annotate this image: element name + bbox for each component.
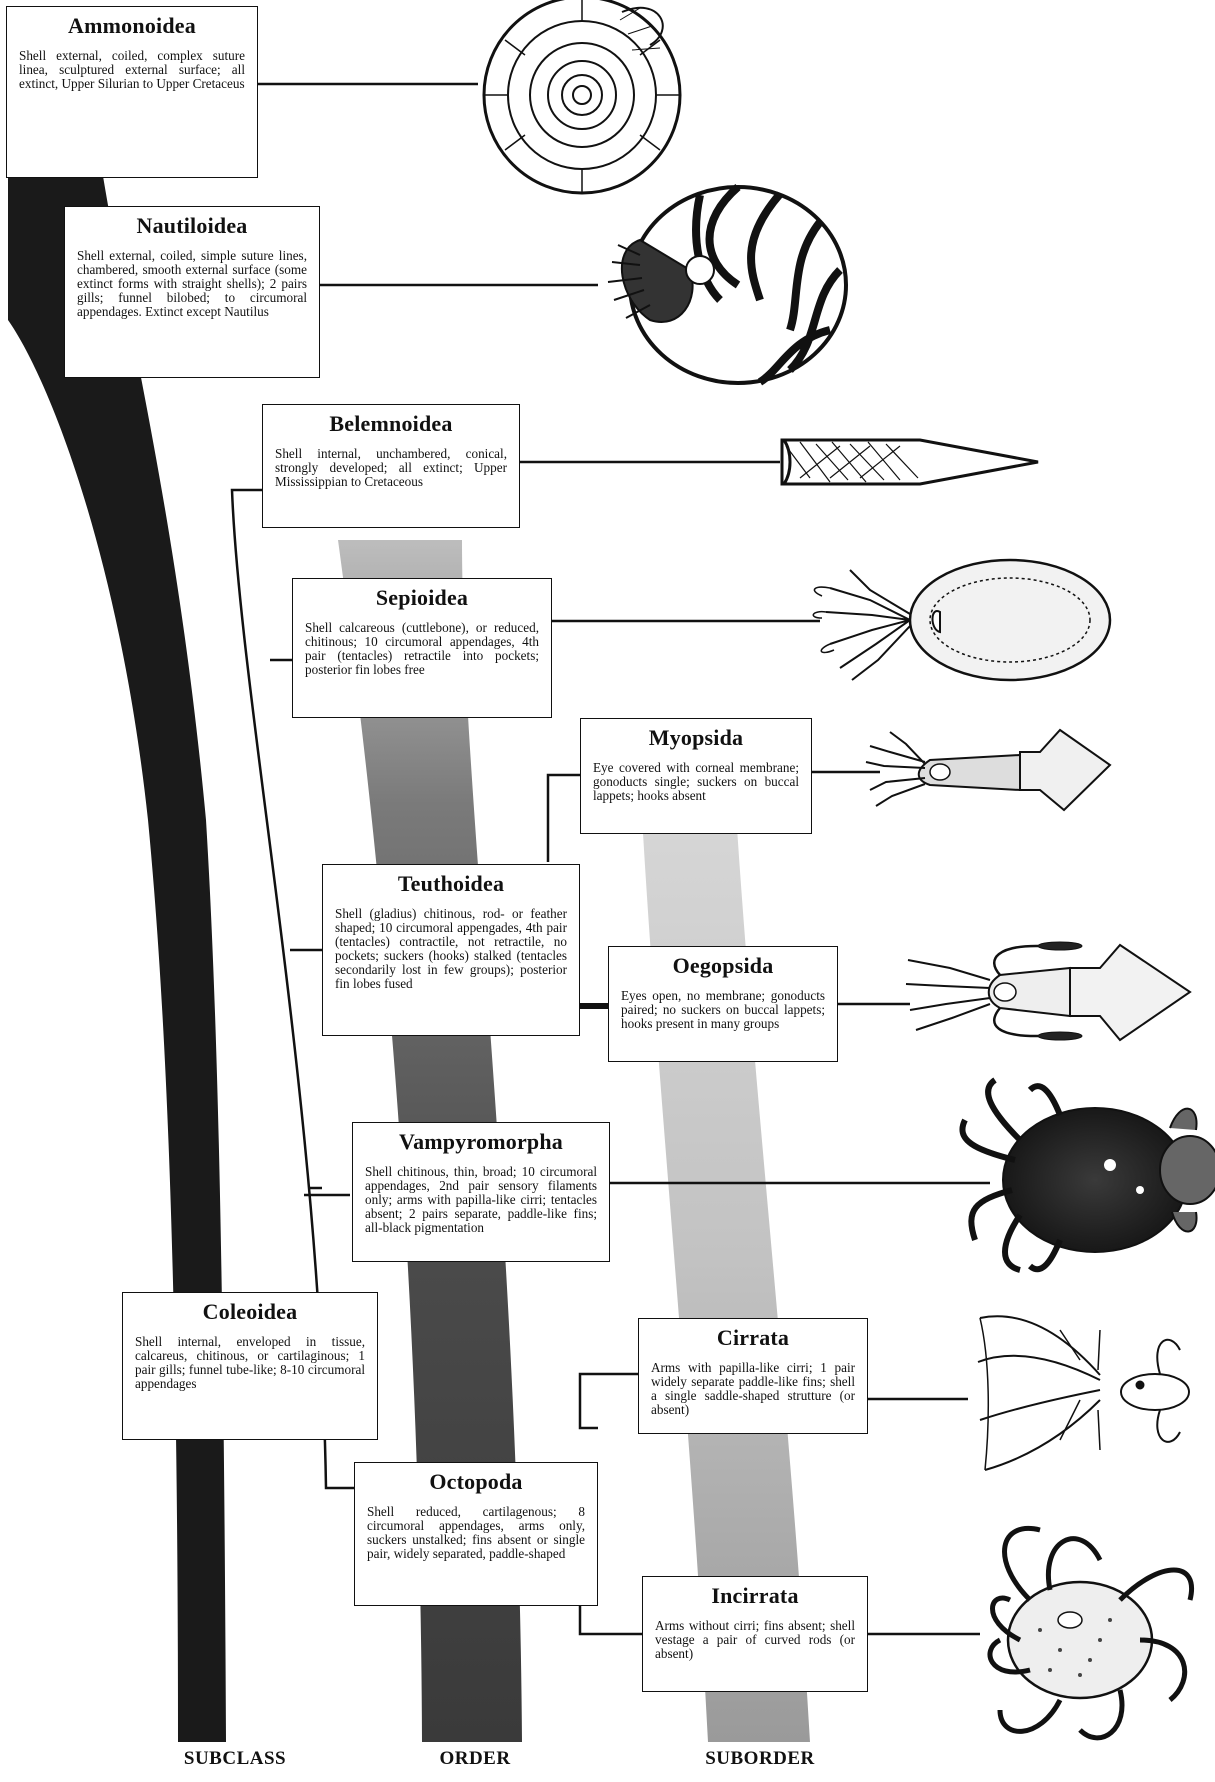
taxon-box-myopsida: Myopsida Eye covered with corneal membra… [580, 718, 812, 834]
taxon-description: Shell (gladius) chitinous, rod- or feath… [335, 907, 567, 991]
taxon-name: Ammonoidea [19, 13, 245, 39]
taxon-description: Shell reduced, cartilagenous; 8 circumor… [367, 1505, 585, 1561]
taxon-box-incirrata: Incirrata Arms without cirri; fins absen… [642, 1576, 868, 1692]
taxon-name: Incirrata [655, 1583, 855, 1609]
vampire-squid-illustration [962, 1080, 1215, 1270]
cuttlefish-illustration [813, 560, 1110, 680]
taxon-box-coleoidea: Coleoidea Shell internal, enveloped in t… [122, 1292, 378, 1440]
taxon-name: Vampyromorpha [365, 1129, 597, 1155]
belemnite-illustration [782, 440, 1038, 484]
taxon-box-oegopsida: Oegopsida Eyes open, no membrane; gonodu… [608, 946, 838, 1062]
taxon-description: Arms with papilla-like cirri; 1 pair wid… [651, 1361, 855, 1417]
subclass-band [8, 170, 226, 1742]
taxon-name: Cirrata [651, 1325, 855, 1351]
taxon-box-vampyromorpha: Vampyromorpha Shell chitinous, thin, bro… [352, 1122, 610, 1262]
ammonite-illustration [484, 0, 680, 193]
taxon-description: Arms without cirri; fins absent; shell v… [655, 1619, 855, 1661]
taxon-description: Eyes open, no membrane; gonoducts paired… [621, 989, 825, 1031]
nautilus-illustration [608, 187, 846, 383]
column-label-subclass: SUBCLASS [160, 1748, 310, 1770]
column-label-order: ORDER [410, 1748, 540, 1770]
column-label-suborder: SUBORDER [680, 1748, 840, 1770]
taxon-box-ammonoidea: Ammonoidea Shell external, coiled, compl… [6, 6, 258, 178]
taxon-description: Shell internal, enveloped in tissue, cal… [135, 1335, 365, 1391]
cirrate-octopus-illustration [978, 1316, 1189, 1470]
taxon-description: Eye covered with corneal membrane; gonod… [593, 761, 799, 803]
taxon-box-teuthoidea: Teuthoidea Shell (gladius) chitinous, ro… [322, 864, 580, 1036]
taxon-description: Shell external, coiled, complex suture l… [19, 49, 245, 91]
oegopsid-squid-illustration [906, 942, 1190, 1040]
taxon-description: Shell internal, unchambered, conical, st… [275, 447, 507, 489]
taxon-name: Nautiloidea [77, 213, 307, 239]
taxon-name: Coleoidea [135, 1299, 365, 1325]
taxon-description: Shell external, coiled, simple suture li… [77, 249, 307, 319]
taxon-name: Myopsida [593, 725, 799, 751]
myopsid-squid-illustration [866, 730, 1110, 810]
incirrate-octopus-illustration [990, 1528, 1192, 1737]
taxon-name: Oegopsida [621, 953, 825, 979]
taxon-box-sepioidea: Sepioidea Shell calcareous (cuttlebone),… [292, 578, 552, 718]
taxon-box-nautiloidea: Nautiloidea Shell external, coiled, simp… [64, 206, 320, 378]
taxon-box-belemnoidea: Belemnoidea Shell internal, unchambered,… [262, 404, 520, 528]
taxon-description: Shell calcareous (cuttlebone), or reduce… [305, 621, 539, 677]
taxon-name: Belemnoidea [275, 411, 507, 437]
taxon-description: Shell chitinous, thin, broad; 10 circumo… [365, 1165, 597, 1235]
taxon-box-octopoda: Octopoda Shell reduced, cartilagenous; 8… [354, 1462, 598, 1606]
taxon-name: Octopoda [367, 1469, 585, 1495]
taxon-name: Sepioidea [305, 585, 539, 611]
taxon-box-cirrata: Cirrata Arms with papilla-like cirri; 1 … [638, 1318, 868, 1434]
taxon-name: Teuthoidea [335, 871, 567, 897]
